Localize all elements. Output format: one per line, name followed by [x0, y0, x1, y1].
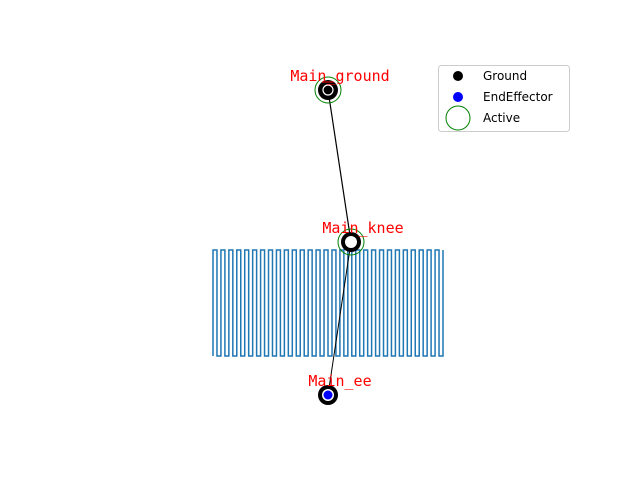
legend-marker-endeffector [453, 92, 463, 102]
node-label-ground: Main_ground [290, 67, 389, 85]
legend-entry-active: Active [445, 105, 520, 131]
legend-entry-ground: Ground [453, 69, 527, 83]
ground-marker [318, 80, 338, 100]
link-knee-ee [327, 241, 352, 396]
legend-marker-ground [453, 71, 463, 81]
legend-entry-endeffector: EndEffector [453, 90, 553, 104]
legend-label-endeffector: EndEffector [483, 90, 553, 104]
legend-marker-active [445, 105, 471, 131]
legend-label-ground: Ground [483, 69, 527, 83]
legend: Ground EndEffector Active [438, 65, 570, 132]
ground-inner-ring [322, 84, 334, 96]
legend-frame [438, 65, 570, 132]
end-effector-marker [323, 390, 333, 400]
joint-hole [345, 236, 357, 248]
node-ee: Main_ee [308, 372, 372, 405]
node-ground: Main_ground [290, 67, 390, 104]
node-knee: Main_knee [322, 219, 404, 256]
active-ring [314, 76, 342, 104]
node-label-ee: Main_ee [308, 372, 371, 390]
trajectory-path [212, 249, 444, 357]
active-ring [337, 228, 365, 256]
link-ground-knee [327, 89, 352, 243]
legend-label-active: Active [483, 111, 520, 125]
node-label-knee: Main_knee [322, 219, 403, 237]
